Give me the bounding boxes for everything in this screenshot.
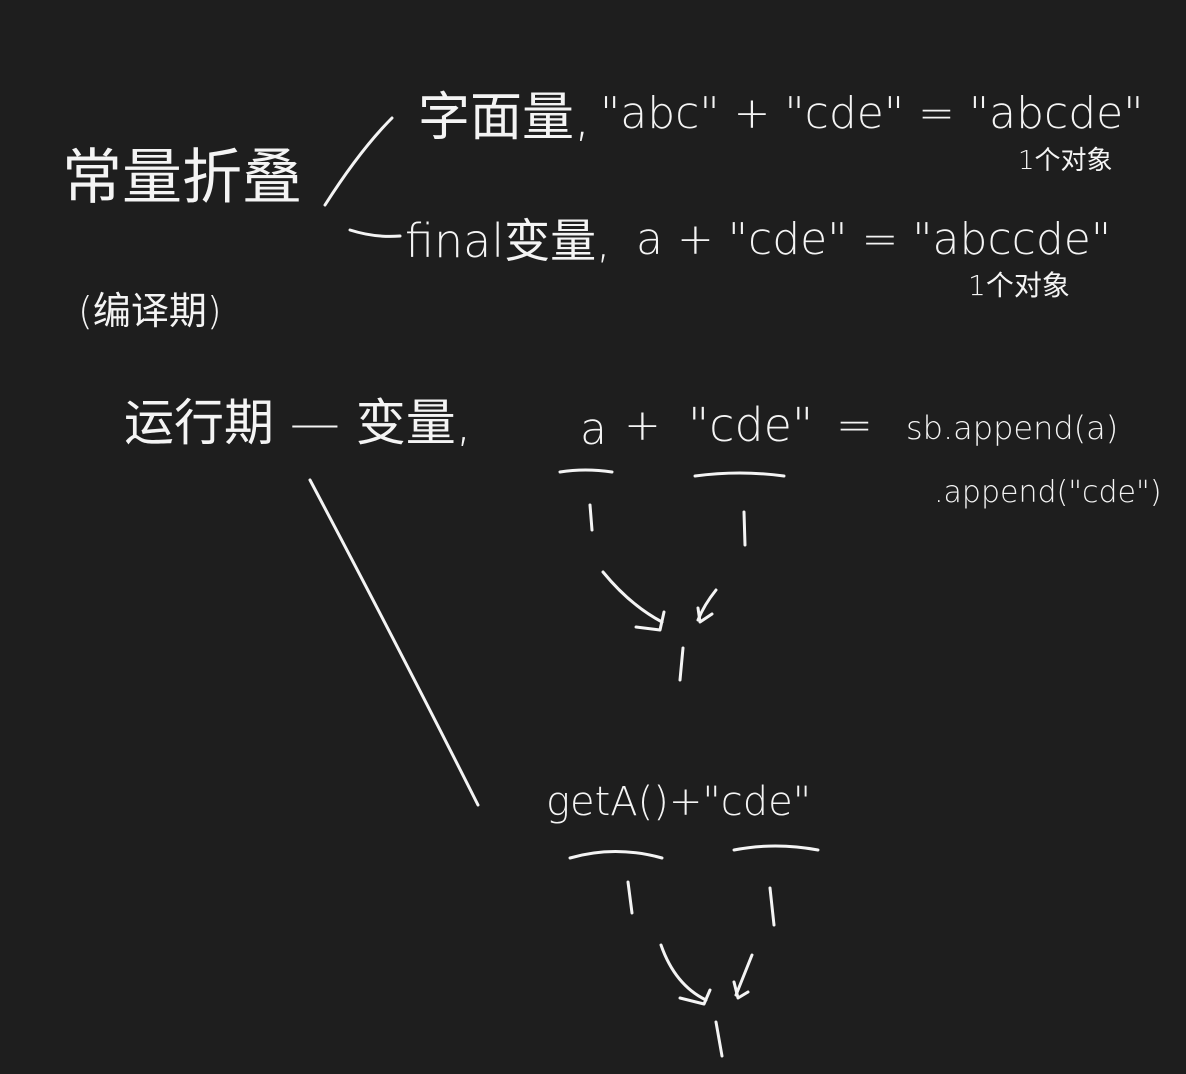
arrow-right-2-head [732, 980, 750, 1000]
underline-cde [693, 471, 786, 478]
runtime-sb-append-a: sb.append(a) [906, 409, 1119, 447]
result-tick-2 [714, 1020, 724, 1058]
runtime-label: 运行期 — 变量, [124, 394, 472, 452]
runtime-sb-append-cde: .append("cde") [934, 475, 1162, 510]
arrow-right-2 [734, 953, 754, 997]
tick-a [588, 503, 594, 532]
tick-getA [626, 880, 634, 915]
method-expression: getA()+"cde" [546, 779, 812, 825]
compile-time-label: (编译期) [78, 289, 222, 333]
branch-lower-stroke [348, 228, 402, 238]
literal-label: 字面量, [418, 88, 591, 148]
result-tick [678, 646, 685, 682]
constant-folding-title: 常量折叠 [62, 143, 302, 213]
runtime-branch-line [308, 478, 480, 807]
tick-cde-2 [768, 886, 776, 927]
arrow-left-2-head [678, 988, 712, 1006]
underline-getA [568, 850, 664, 860]
final-object-note: 1个对象 [968, 269, 1070, 302]
literal-object-note: 1个对象 [1018, 146, 1113, 176]
arrow-left-2 [659, 943, 708, 1002]
underline-cde-2 [732, 844, 820, 852]
literal-expression: "abc" + "cde" = "abcde" [600, 88, 1144, 139]
underline-a [558, 468, 614, 474]
arrow-right-head [696, 606, 714, 624]
arrow-left [601, 570, 664, 624]
arrow-left-head [634, 610, 666, 632]
tick-cde [742, 510, 747, 547]
final-label: final变量, [405, 214, 611, 268]
branch-upper-stroke [323, 116, 394, 207]
final-expression: a + "cde" = "abccde" [636, 214, 1112, 265]
arrow-right [696, 588, 718, 622]
runtime-var-a: a [580, 404, 607, 455]
runtime-cde: "cde" [688, 398, 814, 452]
runtime-equals: = [836, 400, 873, 451]
runtime-plus: + [624, 400, 661, 451]
